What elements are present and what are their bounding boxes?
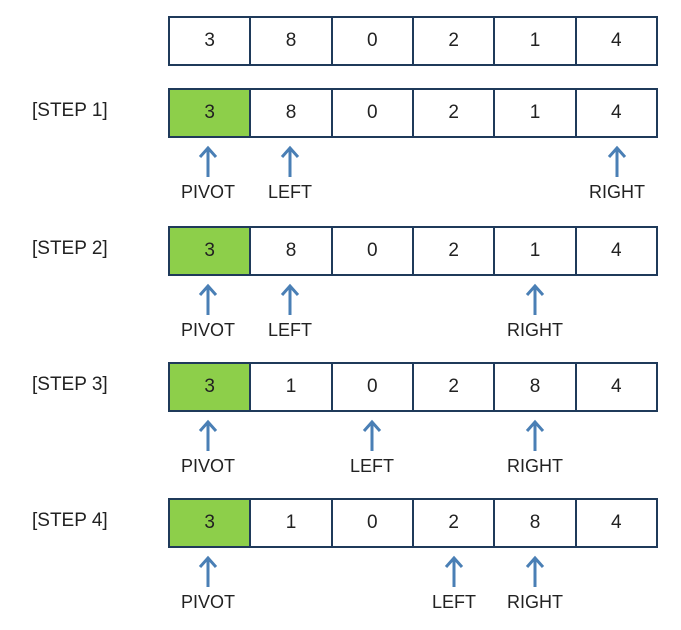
array-cell: 1 [495, 228, 577, 274]
array: 3 8 0 2 1 4 [168, 16, 658, 66]
left-pointer: LEFT [245, 144, 335, 203]
array-cell: 0 [333, 90, 414, 136]
pointer-label: LEFT [431, 592, 476, 612]
left-pointer: LEFT [327, 418, 417, 477]
array-cell: 0 [333, 364, 414, 410]
step-label: [STEP 3] [32, 374, 108, 395]
pivot-pointer: PIVOT [163, 418, 253, 477]
arrow-up-icon [444, 555, 464, 587]
array-cell: 2 [414, 18, 496, 64]
pointer-label: PIVOT [180, 182, 235, 202]
array-cell: 4 [611, 30, 622, 51]
array-cell: 2 [414, 228, 496, 274]
array-cell: 8 [251, 18, 333, 64]
array-cell: 0 [333, 500, 414, 546]
array: 3 8 0 2 1 4 [168, 88, 658, 138]
pointer-label: PIVOT [180, 592, 235, 612]
array-cell: 1 [251, 500, 333, 546]
arrow-up-icon [607, 145, 627, 177]
pointer-label: RIGHT [507, 320, 563, 340]
step-label: [STEP 4] [32, 510, 108, 531]
array-cell: 8 [495, 364, 577, 410]
pointer-label: LEFT [267, 182, 312, 202]
arrow-up-icon [280, 145, 300, 177]
pivot-cell: 3 [170, 500, 252, 546]
pivot-pointer: PIVOT [163, 554, 253, 613]
step-label: [STEP 2] [32, 238, 108, 259]
array: 3 8 0 2 1 4 [168, 226, 658, 276]
arrow-up-icon [198, 283, 218, 315]
array-cell: 8 [251, 228, 333, 274]
pointer-label: RIGHT [507, 456, 563, 476]
array-cell: 8 [495, 500, 577, 546]
array-cell: 4 [611, 102, 622, 123]
array-cell: 4 [611, 376, 622, 397]
right-pointer: RIGHT [490, 554, 580, 613]
pivot-cell: 3 [170, 228, 252, 274]
array-cell: 0 [333, 228, 414, 274]
array-cell: 4 [611, 240, 622, 261]
array-cell: 1 [251, 364, 333, 410]
array-cell: 2 [414, 90, 496, 136]
right-pointer: RIGHT [490, 282, 580, 341]
right-pointer: RIGHT [572, 144, 662, 203]
array: 3 1 0 2 8 4 [168, 362, 658, 412]
pointer-label: RIGHT [507, 592, 563, 612]
arrow-up-icon [198, 555, 218, 587]
pointer-label: PIVOT [180, 320, 235, 340]
array-cell: 0 [333, 18, 414, 64]
pointer-label: PIVOT [180, 456, 235, 476]
arrow-up-icon [362, 419, 382, 451]
left-pointer: LEFT [409, 554, 499, 613]
arrow-up-icon [280, 283, 300, 315]
arrow-up-icon [198, 145, 218, 177]
array: 3 1 0 2 8 4 [168, 498, 658, 548]
pivot-cell: 3 [170, 364, 252, 410]
array-cell: 4 [611, 512, 622, 533]
pivot-cell: 3 [170, 90, 252, 136]
arrow-up-icon [525, 283, 545, 315]
arrow-up-icon [525, 419, 545, 451]
array-cell: 1 [495, 18, 577, 64]
array-cell: 3 [170, 18, 252, 64]
pointer-label: RIGHT [589, 182, 645, 202]
arrow-up-icon [198, 419, 218, 451]
array-cell: 1 [495, 90, 577, 136]
pivot-pointer: PIVOT [163, 282, 253, 341]
step-label: [STEP 1] [32, 100, 108, 121]
left-pointer: LEFT [245, 282, 335, 341]
pointer-label: LEFT [267, 320, 312, 340]
right-pointer: RIGHT [490, 418, 580, 477]
array-cell: 2 [414, 500, 496, 546]
array-cell: 2 [414, 364, 496, 410]
array-cell: 8 [251, 90, 333, 136]
pointer-label: LEFT [349, 456, 394, 476]
pivot-pointer: PIVOT [163, 144, 253, 203]
arrow-up-icon [525, 555, 545, 587]
